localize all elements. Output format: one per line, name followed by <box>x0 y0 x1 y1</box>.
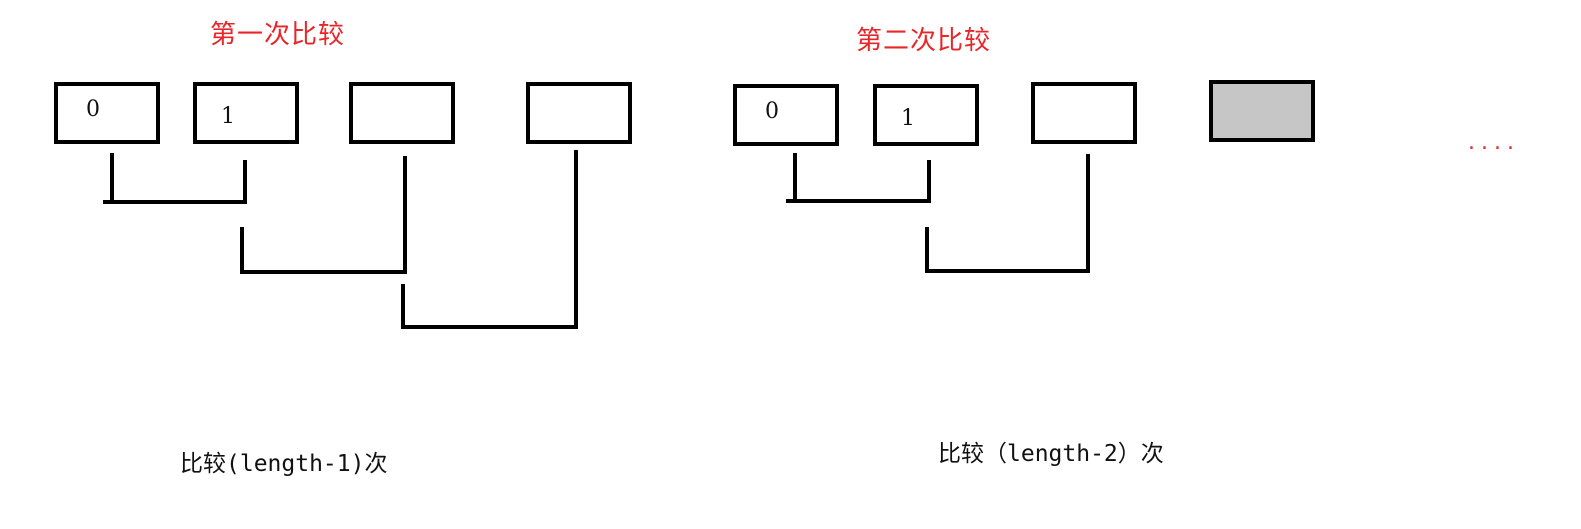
pass1-bracket-0-1 <box>110 153 247 204</box>
pass2-box-1 <box>873 84 979 146</box>
pass1-bracket-1-2 <box>240 156 407 274</box>
pass2-box-0 <box>733 84 839 146</box>
pass1-box-1-label: 1 <box>221 104 235 129</box>
pass1-bracket-2-3 <box>401 150 578 329</box>
pass1-box-0 <box>54 82 160 144</box>
pass1-box-1 <box>193 82 299 144</box>
pass2-caption: 比较（length-2）次 <box>938 441 1164 467</box>
pass1-box-3 <box>526 82 632 144</box>
pass1-title: 第一次比较 <box>210 20 346 50</box>
pass2-box-2 <box>1031 82 1137 144</box>
pass2-bracket-0-1 <box>793 153 931 203</box>
pass2-box-0-label: 0 <box>765 99 779 124</box>
continuation-ellipsis: .... <box>1468 130 1520 155</box>
pass1-caption: 比较(length-1)次 <box>180 451 388 477</box>
pass2-bracket-1-2 <box>925 154 1090 273</box>
pass2-box-sorted <box>1209 80 1315 142</box>
pass2-box-1-label: 1 <box>901 106 915 131</box>
pass2-title: 第二次比较 <box>856 26 992 56</box>
pass1-box-0-label: 0 <box>86 97 100 122</box>
pass1-box-2 <box>349 82 455 144</box>
